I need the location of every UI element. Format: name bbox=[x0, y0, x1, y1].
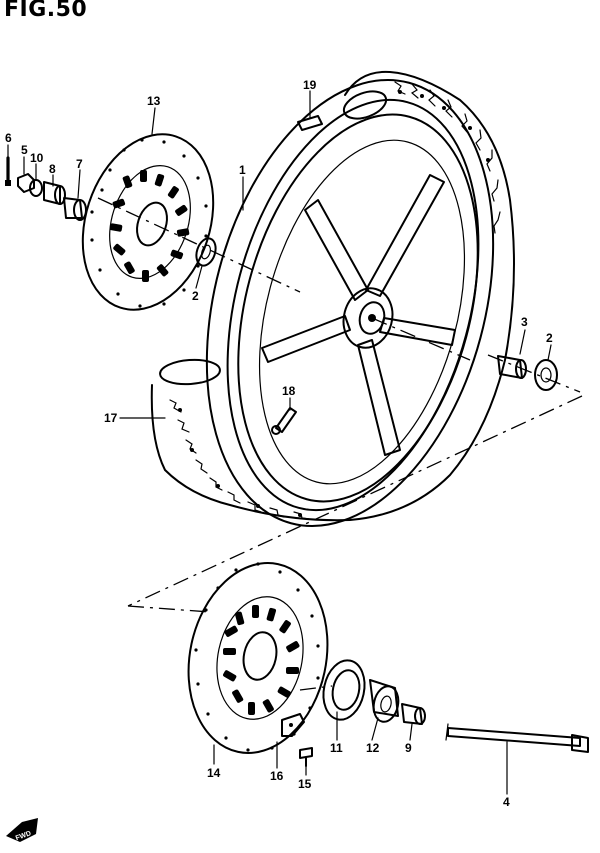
axis-centerlines bbox=[97, 197, 583, 691]
tire-and-rim bbox=[150, 70, 515, 527]
callout-2-right: 2 bbox=[546, 331, 553, 345]
callout-5: 5 bbox=[21, 143, 28, 157]
callout-6: 6 bbox=[5, 131, 12, 145]
callout-17: 17 bbox=[104, 411, 118, 425]
callout-14: 14 bbox=[207, 766, 221, 780]
callout-9: 9 bbox=[405, 741, 412, 755]
callout-16: 16 bbox=[270, 769, 284, 783]
callout-12: 12 bbox=[366, 741, 380, 755]
callout-10: 10 bbox=[30, 151, 44, 165]
right-spacer-bearing bbox=[497, 355, 558, 391]
figure-title: FIG.50 bbox=[4, 0, 88, 22]
lower-brake-disc bbox=[187, 562, 329, 767]
lower-hub-hardware bbox=[322, 659, 589, 753]
upper-brake-disc bbox=[81, 133, 215, 311]
callout-13: 13 bbox=[147, 94, 161, 108]
wheel-spokes bbox=[261, 174, 456, 456]
callout-18: 18 bbox=[282, 384, 296, 398]
callout-11: 11 bbox=[330, 741, 343, 755]
callout-2-upper: 2 bbox=[192, 289, 199, 303]
callout-3: 3 bbox=[521, 315, 528, 329]
valve-and-weight bbox=[271, 115, 323, 435]
callout-7: 7 bbox=[76, 157, 83, 171]
upper-hub-hardware bbox=[5, 156, 217, 267]
callout-1: 1 bbox=[239, 163, 246, 177]
leader-lines bbox=[7, 90, 552, 795]
callout-19: 19 bbox=[303, 78, 317, 92]
front-arrow-icon: FWD bbox=[6, 818, 38, 842]
callout-4: 4 bbox=[503, 795, 510, 809]
callout-8: 8 bbox=[49, 162, 56, 176]
callout-15: 15 bbox=[298, 777, 312, 791]
